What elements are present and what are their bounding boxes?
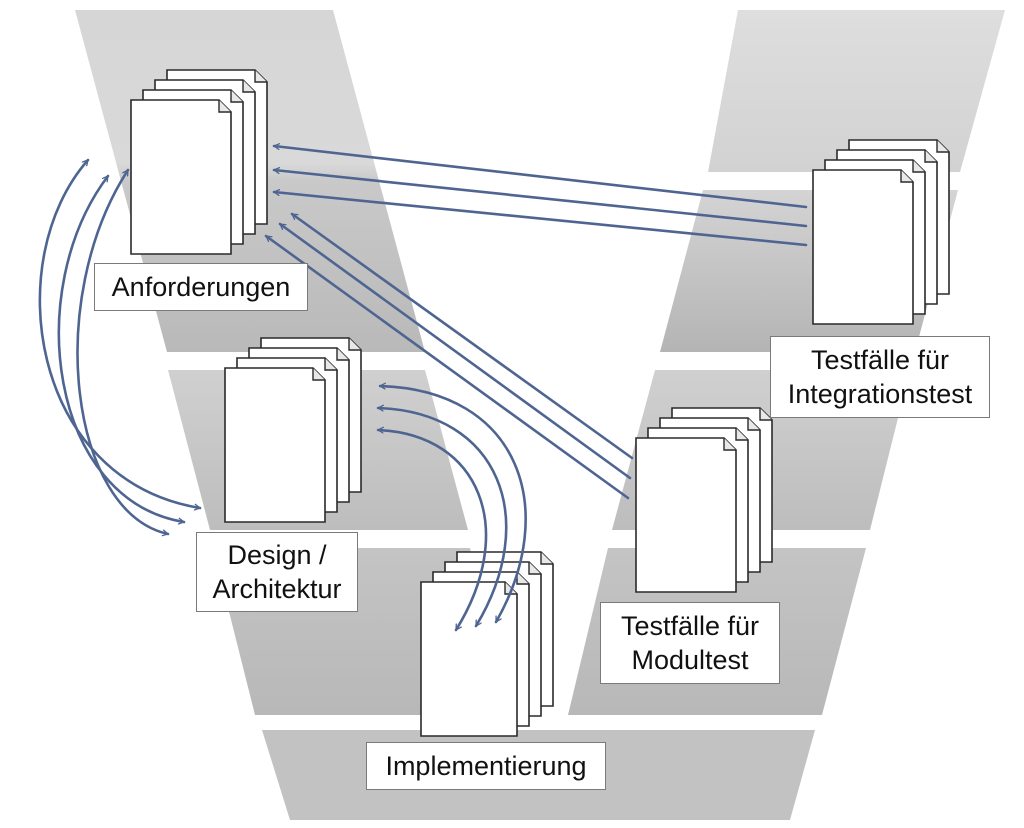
document-fold-modultest <box>759 408 772 421</box>
document-fold-anforderungen <box>254 70 267 83</box>
arrow-integration-3 <box>272 192 808 247</box>
arrow-design-impl-3 <box>376 430 488 632</box>
arrow-integration-2 <box>272 170 808 228</box>
label-modultest-line2: Modultest <box>631 645 749 675</box>
arrow-design-impl-2 <box>376 408 508 628</box>
document-page-modultest <box>635 437 737 593</box>
document-page-integration <box>812 169 914 325</box>
document-fold-integration <box>900 170 913 183</box>
trace-arrows <box>38 146 808 632</box>
document-stack-icon <box>420 551 554 737</box>
document-stack-icon <box>130 69 268 255</box>
arrow-modul-1 <box>290 212 634 460</box>
label-testfaelle-integrationstest: Testfälle für Integrationstest <box>770 336 990 418</box>
document-fold-design <box>336 348 349 361</box>
document-fold-design <box>348 338 361 351</box>
arrow-integration-1 <box>272 146 808 209</box>
arrow-modul-3 <box>264 234 630 500</box>
document-fold-modultest <box>747 418 760 431</box>
document-fold-anforderungen <box>230 90 243 103</box>
document-fold-implementierung <box>528 562 541 575</box>
label-integration-line1: Testfälle für <box>810 345 950 375</box>
label-design-line1: Design / <box>227 540 327 570</box>
document-page-design <box>224 367 326 523</box>
document-fold-design <box>324 358 337 371</box>
document-stack-icon <box>635 407 773 593</box>
label-design-architektur: Design / Architektur <box>196 532 358 612</box>
document-fold-modultest <box>723 438 736 451</box>
document-fold-design <box>312 368 325 381</box>
document-fold-modultest <box>735 428 748 441</box>
document-fold-integration <box>912 160 925 173</box>
document-fold-integration <box>924 150 937 163</box>
document-stack-icon <box>812 139 950 325</box>
label-anforderungen: Anforderungen <box>94 263 308 311</box>
document-fold-anforderungen <box>218 100 231 113</box>
label-implementierung-line1: Implementierung <box>385 751 587 781</box>
band-integration-top <box>708 10 1005 172</box>
label-implementierung: Implementierung <box>366 742 606 790</box>
document-fold-anforderungen <box>242 80 255 93</box>
document-page-anforderungen <box>130 99 232 255</box>
document-stack-icon <box>224 337 362 523</box>
document-fold-implementierung <box>540 552 553 565</box>
label-anforderungen-line1: Anforderungen <box>111 272 291 302</box>
label-testfaelle-modultest: Testfälle für Modultest <box>600 602 780 684</box>
arrow-design-impl-1 <box>378 386 527 624</box>
label-integration-line2: Integrationstest <box>787 379 973 409</box>
document-fold-integration <box>936 140 949 153</box>
arrow-anf-design-3 <box>76 168 170 534</box>
arrow-modul-2 <box>278 222 632 480</box>
label-design-line2: Architektur <box>212 574 342 604</box>
label-modultest-line1: Testfälle für <box>620 611 760 641</box>
